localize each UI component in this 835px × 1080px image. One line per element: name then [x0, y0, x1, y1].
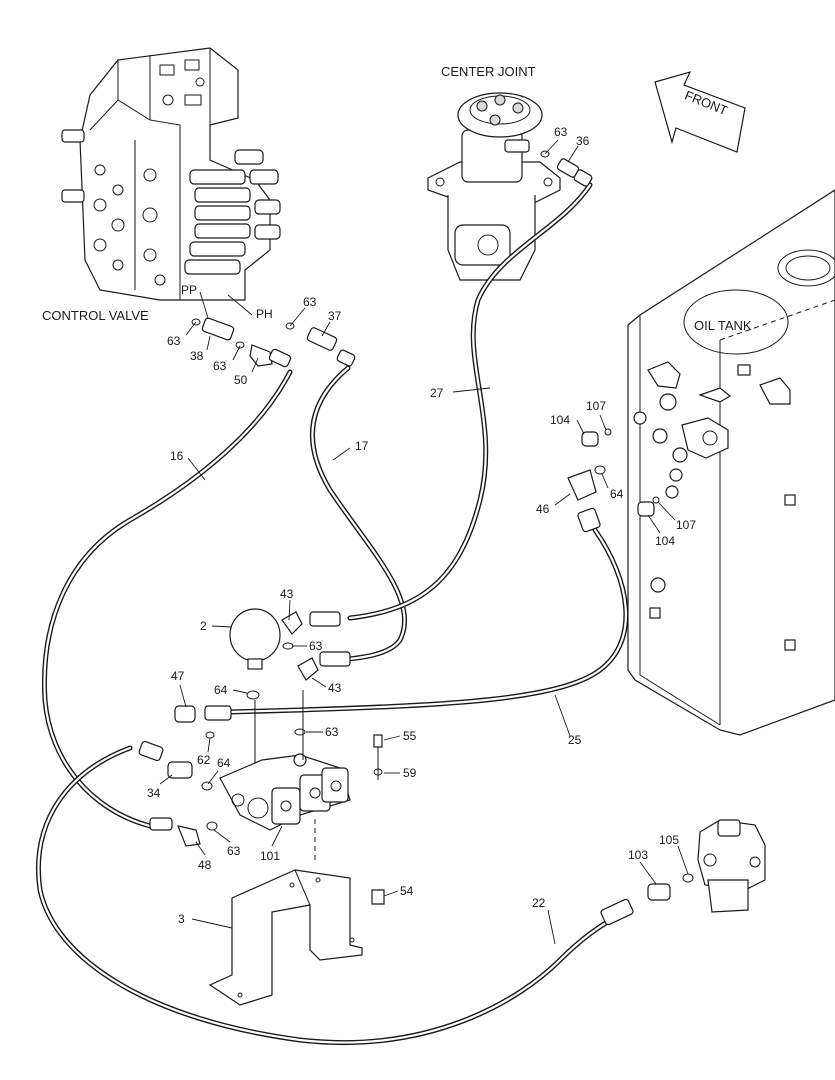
hose-22: [36, 745, 623, 1046]
front-arrow-icon: [654, 71, 746, 153]
hose-17: [309, 365, 408, 663]
callout-46: 46: [536, 502, 550, 516]
callout-63: 63: [554, 125, 568, 139]
hose-16: [41, 369, 293, 829]
callout-27: 27: [430, 386, 444, 400]
callout-63: 63: [303, 295, 317, 309]
callout-104: 104: [655, 534, 675, 548]
callout-59: 59: [403, 766, 417, 780]
fittings: [138, 158, 671, 926]
callout-2: 2: [200, 619, 207, 633]
callout-62: 62: [197, 753, 211, 767]
callout-48: 48: [198, 858, 212, 872]
callout-104: 104: [550, 413, 570, 427]
leader-lines: [159, 139, 689, 945]
callout-34: 34: [147, 786, 161, 800]
callout-3: 3: [178, 912, 185, 926]
pp-port-label: PP: [181, 283, 197, 297]
callout-63: 63: [213, 359, 227, 373]
callout-43: 43: [280, 587, 294, 601]
control-valve-label: CONTROL VALVE: [42, 308, 149, 323]
callout-63: 63: [227, 844, 241, 858]
callout-105: 105: [659, 833, 679, 847]
callout-107: 107: [676, 518, 696, 532]
line-filter: [697, 819, 766, 913]
center-joint: [427, 92, 561, 281]
ph-port-label: PH: [256, 307, 273, 321]
callout-103: 103: [628, 848, 648, 862]
callout-38: 38: [190, 349, 204, 363]
callout-16: 16: [170, 449, 184, 463]
solenoid-valve-block: [219, 690, 383, 831]
control-valve: [61, 47, 281, 319]
hose-25: [227, 527, 629, 715]
callout-63: 63: [167, 334, 181, 348]
callout-17: 17: [355, 439, 369, 453]
hose-27: [347, 182, 593, 621]
center-joint-label: CENTER JOINT: [441, 64, 536, 79]
callout-54: 54: [400, 884, 414, 898]
callout-63: 63: [325, 725, 339, 739]
callout-47: 47: [171, 669, 185, 683]
oil-tank-label: OIL TANK: [694, 318, 752, 333]
callout-107: 107: [586, 399, 606, 413]
callout-64: 64: [214, 683, 228, 697]
callout-numbers: 63 38 63 50 63 37 63 36 27 16 17 2 43 63…: [147, 125, 696, 926]
callout-63: 63: [309, 639, 323, 653]
oil-tank: [627, 189, 835, 736]
callout-64: 64: [610, 487, 624, 501]
callout-37: 37: [328, 309, 342, 323]
callout-22: 22: [532, 896, 546, 910]
callout-43: 43: [328, 681, 342, 695]
callout-64: 64: [217, 756, 231, 770]
callout-25: 25: [568, 733, 582, 747]
callout-101: 101: [260, 849, 280, 863]
accumulator: [229, 608, 281, 790]
callout-36: 36: [576, 134, 590, 148]
mounting-bracket: [208, 815, 385, 1006]
callout-50: 50: [234, 373, 248, 387]
callout-55: 55: [403, 729, 417, 743]
